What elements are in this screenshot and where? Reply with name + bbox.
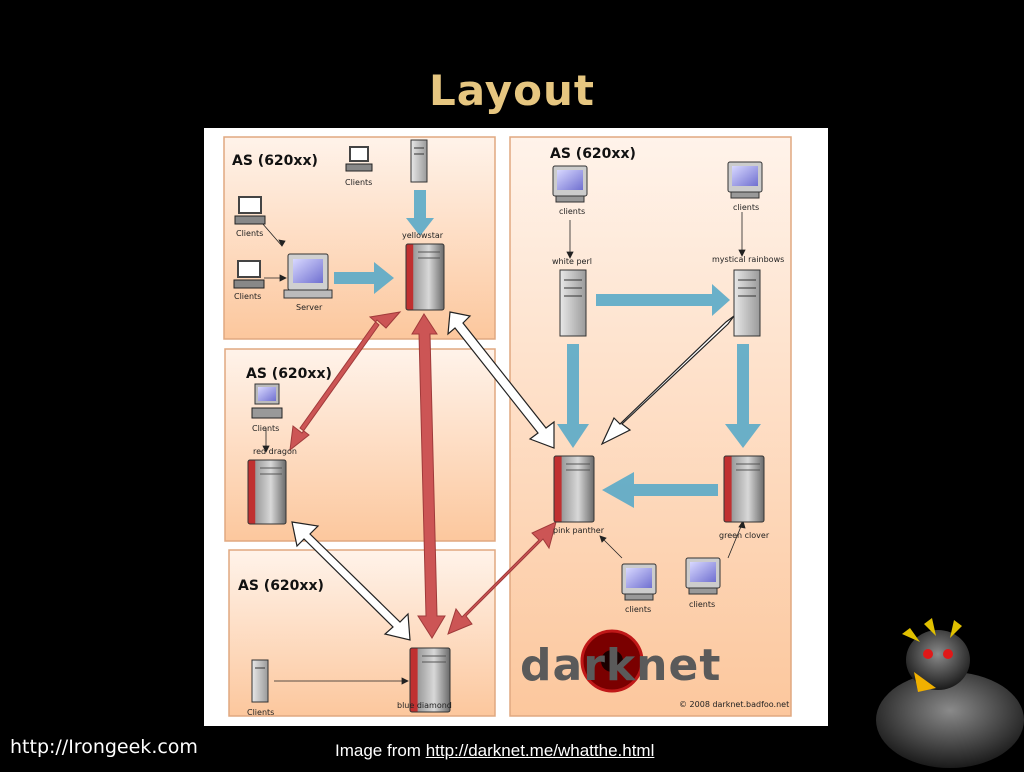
blue-link-arrows <box>334 190 761 508</box>
client-pc: Clients <box>233 260 265 301</box>
thin-connectors <box>261 212 746 685</box>
mascot-head <box>906 630 970 690</box>
node-label: mystical rainbows <box>712 255 784 264</box>
node-label: green clover <box>719 531 770 540</box>
server-pink-panther: pink panther <box>553 455 605 535</box>
blue-arrow <box>334 262 394 294</box>
darknet-logo: darknet <box>520 629 721 693</box>
node-label: yellowstar <box>402 231 444 240</box>
node-label: Server <box>296 303 323 312</box>
white-link-arrows <box>291 311 735 641</box>
tower-bottom-left-client <box>251 659 269 703</box>
node-label: white perl <box>552 257 592 266</box>
slide-title: Layout <box>428 66 596 115</box>
node-label: blue diamond <box>397 701 452 710</box>
client-label: Clients <box>252 424 279 433</box>
client-pc: clients <box>727 161 763 212</box>
tower-mystical-rainbows: mystical rainbows <box>712 255 784 337</box>
mascot-body <box>876 672 1024 768</box>
red-arrow <box>447 521 557 635</box>
client-label: Clients <box>234 292 261 301</box>
as-title: AS (620xx) <box>232 153 318 169</box>
white-arrow <box>291 521 411 641</box>
client-pc: Clients <box>234 196 266 238</box>
blue-arrow <box>406 190 434 236</box>
client-label: Clients <box>345 178 372 187</box>
mascot-beak <box>914 672 936 692</box>
red-arrow <box>411 313 446 639</box>
client-label: clients <box>733 203 759 212</box>
client-label: clients <box>559 207 585 216</box>
node-label: red dragon <box>253 447 297 456</box>
node-label: pink panther <box>553 526 605 535</box>
server-workstation: Server <box>283 253 333 312</box>
red-arrow <box>289 311 402 452</box>
white-arrow <box>447 311 555 449</box>
client-pc: Clients <box>251 383 283 433</box>
as-title: AS (620xx) <box>246 366 332 382</box>
blue-arrow <box>725 344 761 448</box>
blue-arrow <box>602 472 718 508</box>
mascot-crest <box>902 618 962 642</box>
blue-arrow <box>557 344 589 448</box>
client-label: Clients <box>236 229 263 238</box>
tower-white-perl: white perl <box>552 257 592 337</box>
red-link-arrows <box>289 311 557 639</box>
client-pc: clients <box>552 165 588 216</box>
mascot-image <box>858 612 1024 768</box>
brand-text: darknet <box>520 640 721 691</box>
server-green-clover: green clover <box>719 455 770 540</box>
mascot-eye <box>923 649 933 659</box>
footer-credit: Image from http://darknet.me/whatthe.htm… <box>335 741 654 761</box>
client-pc: clients <box>685 557 721 609</box>
footer-site: http://Irongeek.com <box>10 736 198 758</box>
client-label: clients <box>689 600 715 609</box>
as-title: AS (620xx) <box>550 146 636 162</box>
as-title: AS (620xx) <box>238 578 324 594</box>
tower-top-client <box>410 139 428 183</box>
client-label: Clients <box>247 708 274 717</box>
server-red-dragon: red dragon <box>247 447 297 525</box>
blue-arrow <box>596 284 730 316</box>
client-pc: Clients <box>345 146 373 187</box>
client-label: clients <box>625 605 651 614</box>
copyright: © 2008 darknet.badfoo.net <box>679 700 789 709</box>
client-pc: clients <box>621 563 657 614</box>
footer-credit-prefix: Image from <box>335 741 426 760</box>
as-region-bottom-left: AS (620xx) <box>228 549 496 717</box>
server-yellowstar: yellowstar <box>402 231 445 311</box>
network-diagram: AS (620xx) AS (620xx) AS (620xx) AS (620… <box>204 128 828 726</box>
footer-credit-link[interactable]: http://darknet.me/whatthe.html <box>425 741 655 760</box>
server-blue-diamond: blue diamond <box>397 647 452 713</box>
white-arrow <box>600 315 735 446</box>
mascot-eye <box>943 649 953 659</box>
